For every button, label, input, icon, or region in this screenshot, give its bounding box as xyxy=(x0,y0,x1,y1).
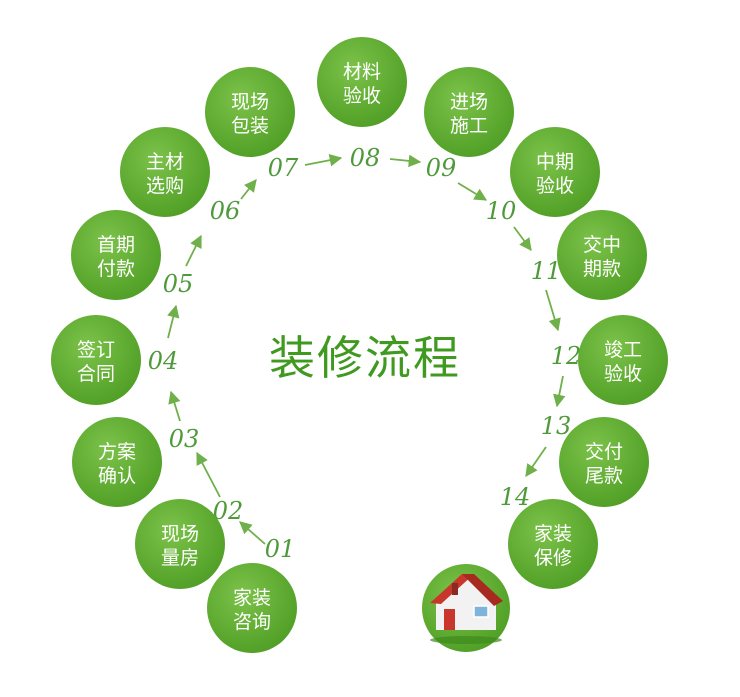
step-number: 06 xyxy=(210,197,241,225)
step-number: 11 xyxy=(531,257,562,285)
flow-arrow xyxy=(525,446,547,478)
step-label-line2: 量房 xyxy=(161,547,199,569)
step-label-line1: 材料 xyxy=(343,61,381,83)
step-label-line1: 竣工 xyxy=(604,339,642,361)
step-label-line2: 合同 xyxy=(77,363,115,385)
flow-arrow xyxy=(389,154,422,168)
step-label-line1: 现场 xyxy=(161,523,199,545)
flow-arrow xyxy=(185,234,202,267)
step-circle-shape xyxy=(51,315,141,405)
step-label-line2: 保修 xyxy=(534,547,572,569)
step-label-line1: 首期 xyxy=(97,234,135,256)
flow-arrow xyxy=(196,451,221,498)
step-circle-shape xyxy=(559,417,649,507)
diagram-title: 装修流程 xyxy=(269,331,461,385)
step-number: 03 xyxy=(169,425,200,453)
flow-arrow xyxy=(168,390,181,422)
step-circle-shape xyxy=(72,417,162,507)
step-number: 12 xyxy=(551,342,582,370)
flow-arrow xyxy=(553,375,566,408)
step-label-line1: 交付 xyxy=(585,441,623,463)
step-label-line1: 中期 xyxy=(536,151,574,173)
step-label-line2: 选购 xyxy=(146,175,184,197)
step-label-line1: 家装 xyxy=(233,587,271,609)
flow-arrow xyxy=(167,304,180,339)
step-number: 10 xyxy=(486,197,517,225)
step-number: 09 xyxy=(426,154,457,182)
flow-arrow xyxy=(513,226,532,252)
step-number: 07 xyxy=(268,154,299,182)
step-circle-shape xyxy=(508,499,598,589)
step-circle-shape xyxy=(578,315,668,405)
step-circle-shape xyxy=(557,210,647,300)
step-label-line2: 确认 xyxy=(98,465,136,487)
step-circle-shape xyxy=(205,67,295,157)
flow-arrow xyxy=(240,179,257,200)
step-label-line2: 验收 xyxy=(536,175,574,197)
step-circle-shape xyxy=(424,67,514,157)
step-circle-shape xyxy=(207,563,297,653)
flow-arrow xyxy=(457,182,488,201)
step-number: 13 xyxy=(541,412,572,440)
step-label-line2: 咨询 xyxy=(233,611,271,633)
step-circle-shape xyxy=(120,127,210,217)
step-circle-shape xyxy=(71,210,161,300)
step-number: 14 xyxy=(500,483,531,511)
step-label-line1: 现场 xyxy=(231,91,269,113)
step-label-line1: 签订 xyxy=(77,339,115,361)
step-label-line2: 验收 xyxy=(604,363,642,385)
step-circle-shape xyxy=(135,499,225,589)
flow-arrow xyxy=(304,153,343,167)
step-number: 01 xyxy=(265,535,296,563)
flow-arrow xyxy=(545,289,561,332)
flow-arrow xyxy=(239,521,266,545)
step-number: 08 xyxy=(350,144,381,172)
step-label-line1: 交中 xyxy=(583,234,621,256)
step-label-line1: 家装 xyxy=(534,523,572,545)
house-icon xyxy=(422,564,510,652)
step-label-line2: 包装 xyxy=(231,115,269,137)
step-label-line2: 付款 xyxy=(97,258,135,280)
step-label-line2: 施工 xyxy=(450,115,488,137)
step-label-line2: 尾款 xyxy=(585,465,623,487)
step-label-line2: 期款 xyxy=(583,258,621,280)
step-label-line2: 验收 xyxy=(343,85,381,107)
step-circle-shape xyxy=(510,127,600,217)
step-label-line1: 主材 xyxy=(146,151,184,173)
step-label-line1: 方案 xyxy=(98,441,136,463)
step-label-line1: 进场 xyxy=(450,91,488,113)
step-number: 04 xyxy=(148,347,179,375)
step-circle-shape xyxy=(317,37,407,127)
step-number: 05 xyxy=(163,270,194,298)
